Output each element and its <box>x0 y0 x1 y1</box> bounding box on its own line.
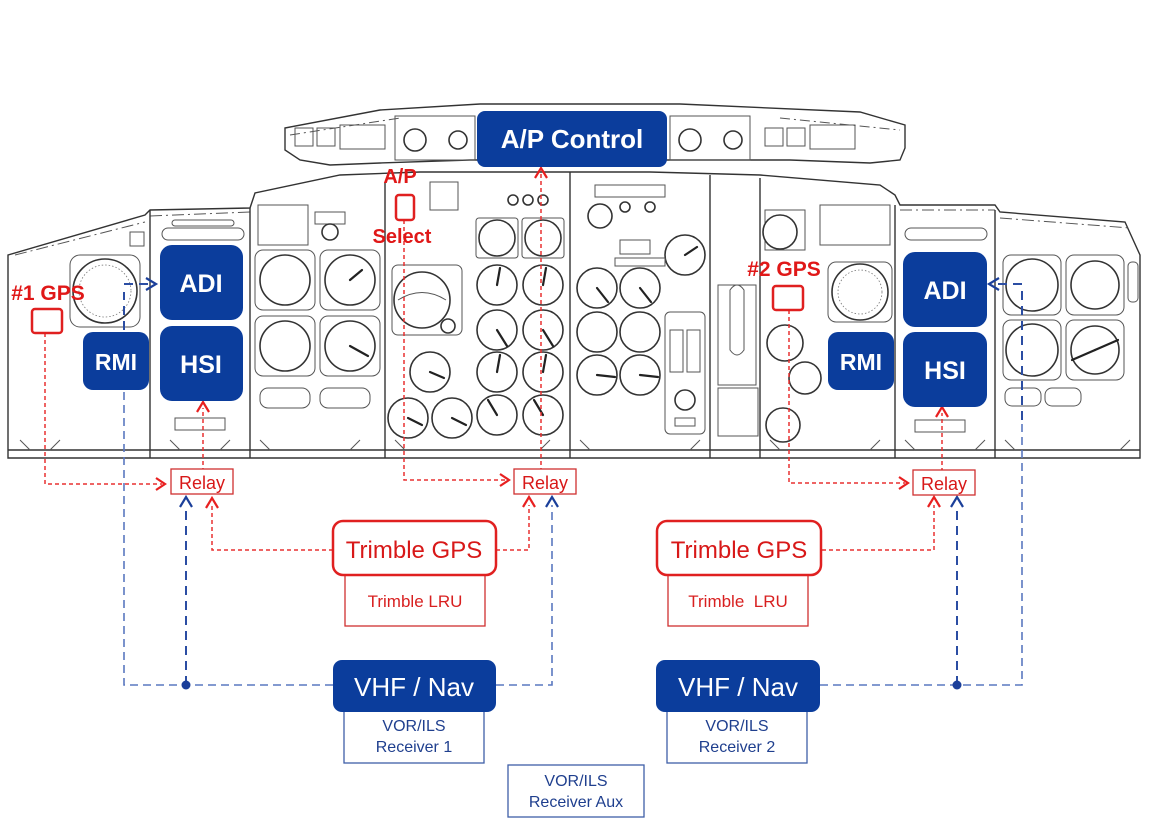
trimble-left-block: Trimble LRU Trimble GPS <box>331 519 498 627</box>
gps1-block: #1 GPS <box>11 282 85 335</box>
left-rmi-label: RMI <box>95 349 137 375</box>
relay-center: Relay <box>513 468 577 495</box>
gps2-block: #2 GPS <box>747 258 821 312</box>
gps2-label: #2 GPS <box>747 258 821 281</box>
arrowheads <box>145 165 1000 509</box>
right-rmi-label: RMI <box>840 349 882 375</box>
gps1-label: #1 GPS <box>11 282 85 305</box>
right-instruments: ADI HSI RMI <box>828 252 987 407</box>
right-hsi-label: HSI <box>924 357 966 385</box>
ap-select-line2: Select <box>373 226 432 248</box>
relay-center-label: Relay <box>522 473 568 493</box>
receiver-aux-block: VOR/ILS Receiver Aux <box>507 764 645 818</box>
vhf-left-sub-line1: VOR/ILS <box>382 718 445 735</box>
vhf-right-sub-line2: Receiver 2 <box>699 739 776 756</box>
vhf-right-title: VHF / Nav <box>678 672 798 702</box>
ap-select-switch <box>394 193 416 222</box>
cockpit-panel-drawing <box>7 103 1141 459</box>
signal-lines <box>44 172 1023 690</box>
trimble-right-title: Trimble GPS <box>671 537 807 564</box>
vhf-left-title: VHF / Nav <box>354 672 474 702</box>
relay-right: Relay <box>912 469 976 496</box>
ap-control-label: A/P Control <box>501 124 644 154</box>
trimble-right-block: Trimble LRU Trimble GPS <box>655 519 823 627</box>
ap-control-block: A/P Control <box>477 111 667 167</box>
receiver-aux-line2: Receiver Aux <box>529 794 623 811</box>
relay-right-label: Relay <box>921 474 967 494</box>
left-hsi-label: HSI <box>180 351 222 379</box>
vhf-left-sub-line2: Receiver 1 <box>376 739 453 756</box>
right-adi-label: ADI <box>923 277 966 305</box>
ap-select-block: A/P Select <box>373 166 432 248</box>
left-instruments: ADI HSI RMI <box>83 245 243 401</box>
trimble-left-title: Trimble GPS <box>346 537 482 564</box>
gps2-switch <box>771 284 805 312</box>
receiver-aux-line1: VOR/ILS <box>544 773 607 790</box>
ap-select-line1: A/P <box>383 166 416 188</box>
vhf-left-block: VOR/ILS Receiver 1 VHF / Nav <box>333 660 496 764</box>
vhf-right-block: VOR/ILS Receiver 2 VHF / Nav <box>656 660 820 764</box>
relay-left-label: Relay <box>179 473 225 493</box>
gps1-switch <box>30 307 64 335</box>
left-adi-label: ADI <box>179 270 222 298</box>
trimble-right-sub: Trimble LRU <box>688 592 788 611</box>
relay-left: Relay <box>170 468 234 495</box>
vhf-right-sub-line1: VOR/ILS <box>705 718 768 735</box>
trimble-left-sub: Trimble LRU <box>368 592 463 611</box>
